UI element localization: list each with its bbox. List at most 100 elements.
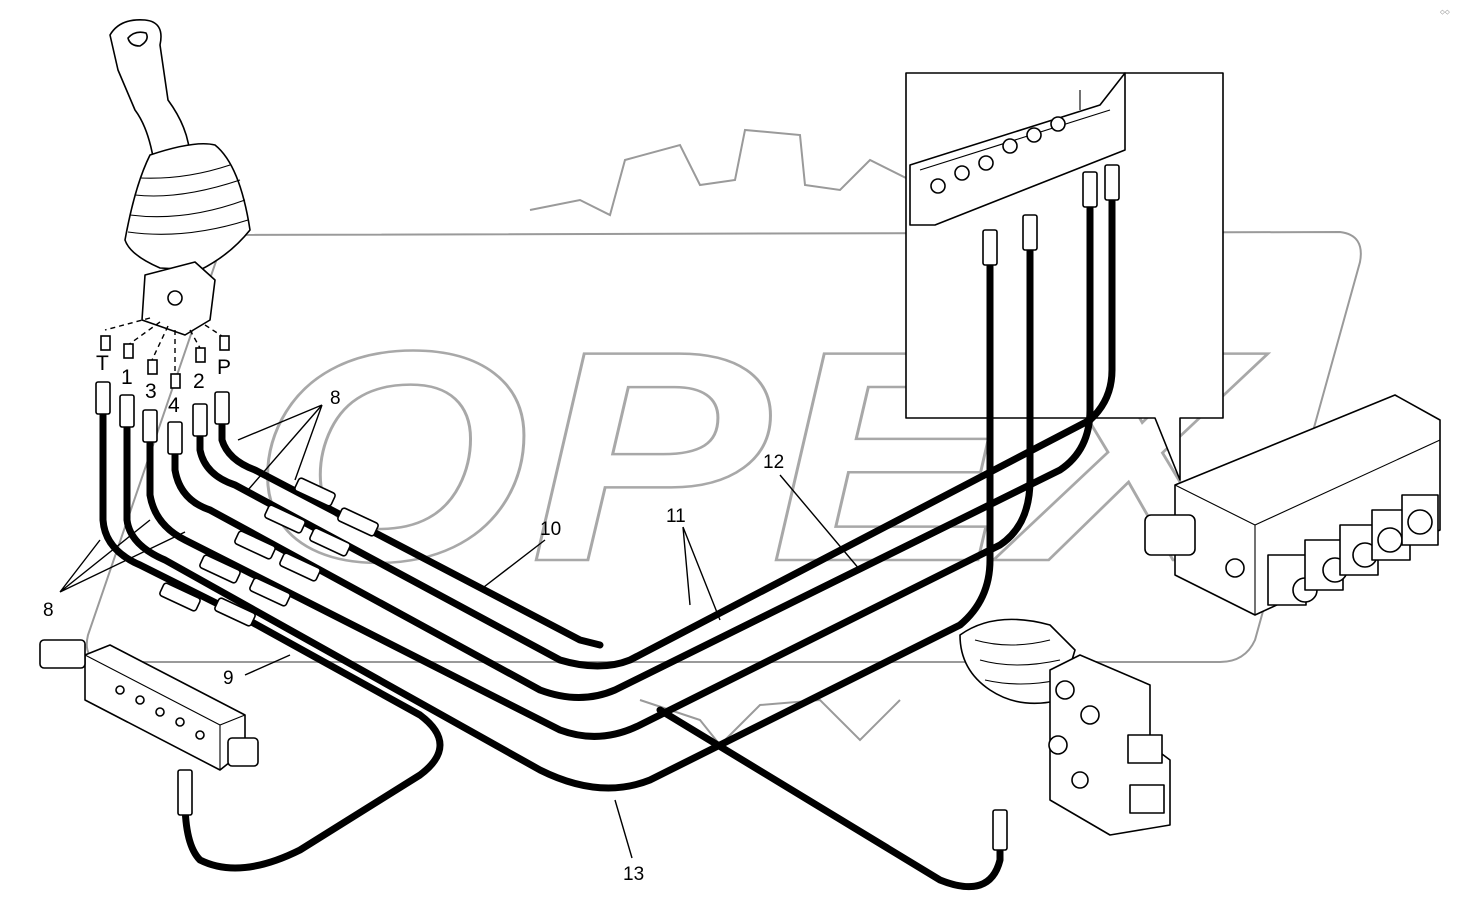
inset-valve-edge [919,90,1111,171]
inset-port-4 [1002,138,1018,154]
fitting-motor-hose [992,809,1008,851]
corner-code: ⬦⬦ [1440,9,1450,17]
manifold-port-3 [155,707,165,717]
section-5-plug [1407,509,1433,535]
motor-port-4 [1071,771,1089,789]
manifold-ports [115,685,205,740]
port-fitting-4 [170,373,181,389]
fitting-inset-4 [1104,164,1120,201]
watermark-gear-bottom [639,698,901,747]
callout-10: 10 [540,519,561,540]
coupler-3 [264,504,306,534]
hose-10 [146,216,1034,740]
joystick-handle [109,18,191,171]
inset-port-2 [954,165,970,181]
motor-port-1 [1055,680,1075,700]
coupler-9 [159,582,201,612]
hose-13 [123,256,994,792]
hose-9 [99,386,444,872]
manifold-end-fitting [227,737,259,767]
manifold-port-5 [195,730,205,740]
callout-8-top: 8 [330,388,341,409]
motor-solenoid-2 [1129,784,1165,814]
hose-11-b [196,176,1116,670]
callout-11: 11 [666,506,686,527]
leader-12 [779,474,861,571]
inset-port-1 [930,178,946,194]
mid-hose-couplers [159,477,379,627]
manifold-tee-fitting [39,639,86,669]
distributor-sections [1267,494,1439,606]
inset-port-6 [1050,116,1066,132]
callout-9: 9 [223,668,234,689]
section-4-plug [1377,527,1403,553]
port-fitting-t [100,335,111,351]
port-label-t: T [96,352,109,375]
joystick-assembly [104,18,251,375]
control-valve-distributor [1144,394,1441,616]
fitting-hose-t [95,381,111,415]
hose-fittings [95,164,1120,851]
hose-11-a [171,176,1094,701]
callout-12: 12 [763,452,784,473]
coupler-7 [199,554,241,584]
joystick-port-dashed-lines [104,317,226,375]
callout-8-left: 8 [43,600,54,621]
port-label-4: 4 [168,394,180,417]
fitting-inset-3 [1082,171,1098,208]
fitting-hose-2 [192,403,208,437]
hose-motor-return [656,706,1004,891]
fitting-manifold-hose [177,769,193,816]
fitting-inset-1 [982,229,998,266]
port-labels: T 1 3 4 2 P [96,352,231,417]
port-label-1: 1 [121,366,133,389]
port-fitting-3 [147,359,158,375]
manifold-body [84,644,246,771]
fitting-inset-2 [1022,214,1038,251]
port-label-p: P [217,356,231,379]
leader-lines [59,404,861,859]
inset-port-3 [978,155,994,171]
inset-detail-box [905,72,1224,481]
distributor-side-port [1225,558,1245,578]
fitting-hose-p [214,391,230,425]
callout-13: 13 [623,864,644,885]
leader-10 [479,539,546,591]
leader-8-top [237,404,323,491]
port-fitting-2 [195,347,206,363]
port-label-3: 3 [145,380,157,403]
hoses [99,176,1116,891]
coupler-5 [234,530,276,560]
hose-12 [218,406,604,649]
inset-port-5 [1026,127,1042,143]
leader-9 [244,654,291,676]
coupler-4 [309,527,351,557]
fitting-hose-1 [119,394,135,428]
fitting-hose-4 [167,421,183,455]
manifold-edge [84,654,246,770]
joystick-port-fittings [100,335,230,389]
pressure-manifold [39,639,259,771]
joystick-boot-folds [127,164,249,235]
coupler-2 [337,507,379,537]
leader-11 [682,526,721,621]
leader-8-left [59,519,186,593]
inset-valve-ports [930,116,1066,194]
port-fitting-1 [123,343,134,359]
coupler-10 [214,597,256,627]
manifold-port-1 [115,685,125,695]
coupler-6 [279,552,321,582]
leader-13 [614,799,633,859]
joystick-base-port [167,290,183,306]
fitting-hose-3 [142,409,158,443]
joystick-boot [124,142,251,271]
hydraulic-motor-assembly [959,618,1171,836]
port-label-2: 2 [193,370,205,393]
coupler-8 [249,577,291,607]
port-fitting-p [219,335,230,351]
joystick-handle-grip-hole [127,31,148,47]
motor-solenoid-1 [1127,734,1163,764]
distributor-edges [1174,439,1441,615]
coupler-1 [294,477,336,507]
